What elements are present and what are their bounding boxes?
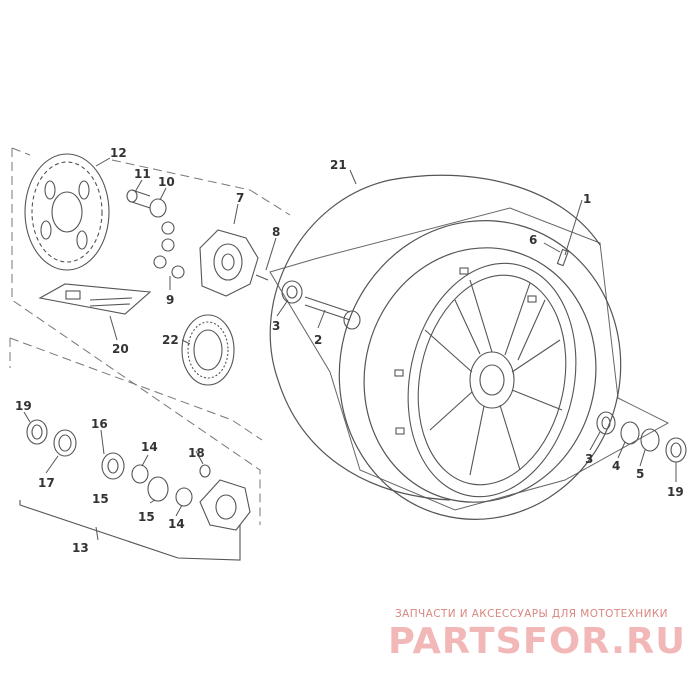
callout-15b: 15	[138, 510, 155, 524]
callout-1: 1	[583, 192, 591, 206]
callout-6: 6	[529, 233, 537, 247]
hub-subassembly	[19, 419, 251, 561]
callout-18: 18	[188, 446, 205, 460]
callout-labels: 1 2 3 3 4 5 6 7 8 9 10 11 12 13 14 14 15…	[15, 146, 684, 555]
callout-12: 12	[110, 146, 127, 160]
callout-16: 16	[91, 417, 108, 431]
callout-7: 7	[236, 191, 244, 205]
tire	[269, 174, 622, 520]
callout-20: 20	[112, 342, 129, 356]
callout-22: 22	[162, 333, 179, 347]
callout-14b: 14	[168, 517, 185, 531]
callout-19b: 19	[667, 485, 684, 499]
carrier-and-bolts	[126, 189, 269, 297]
callout-3b: 3	[585, 452, 593, 466]
callout-5: 5	[636, 467, 644, 481]
callout-13: 13	[72, 541, 89, 555]
callout-2: 2	[314, 333, 322, 347]
rim	[394, 262, 577, 498]
watermark: ЗАПЧАСТИ И АКСЕССУАРЫ ДЛЯ МОТОТЕХНИКИ PA…	[388, 608, 686, 662]
bearing-left	[281, 280, 303, 304]
watermark-brand: PARTSFOR.RU	[388, 621, 686, 662]
callout-9: 9	[166, 293, 174, 307]
callout-21: 21	[330, 158, 347, 172]
bolt-set	[38, 283, 152, 315]
dashed-group-outline	[9, 147, 291, 525]
watermark-subtitle: ЗАПЧАСТИ И АКСЕССУАРЫ ДЛЯ МОТОТЕХНИКИ	[395, 608, 668, 620]
callout-8: 8	[272, 225, 280, 239]
axle-collar	[304, 296, 361, 330]
callout-14a: 14	[141, 440, 158, 454]
rim-group-outline	[269, 207, 670, 511]
sprocket	[24, 153, 110, 271]
callout-11: 11	[134, 167, 151, 181]
callout-4: 4	[612, 459, 620, 473]
leader-lines	[23, 157, 677, 541]
abs-ring	[181, 314, 235, 386]
callout-19a: 19	[15, 399, 32, 413]
callout-3a: 3	[272, 319, 280, 333]
valve	[556, 248, 569, 267]
callout-17: 17	[38, 476, 55, 490]
callout-10: 10	[158, 175, 175, 189]
callout-15a: 15	[92, 492, 109, 506]
